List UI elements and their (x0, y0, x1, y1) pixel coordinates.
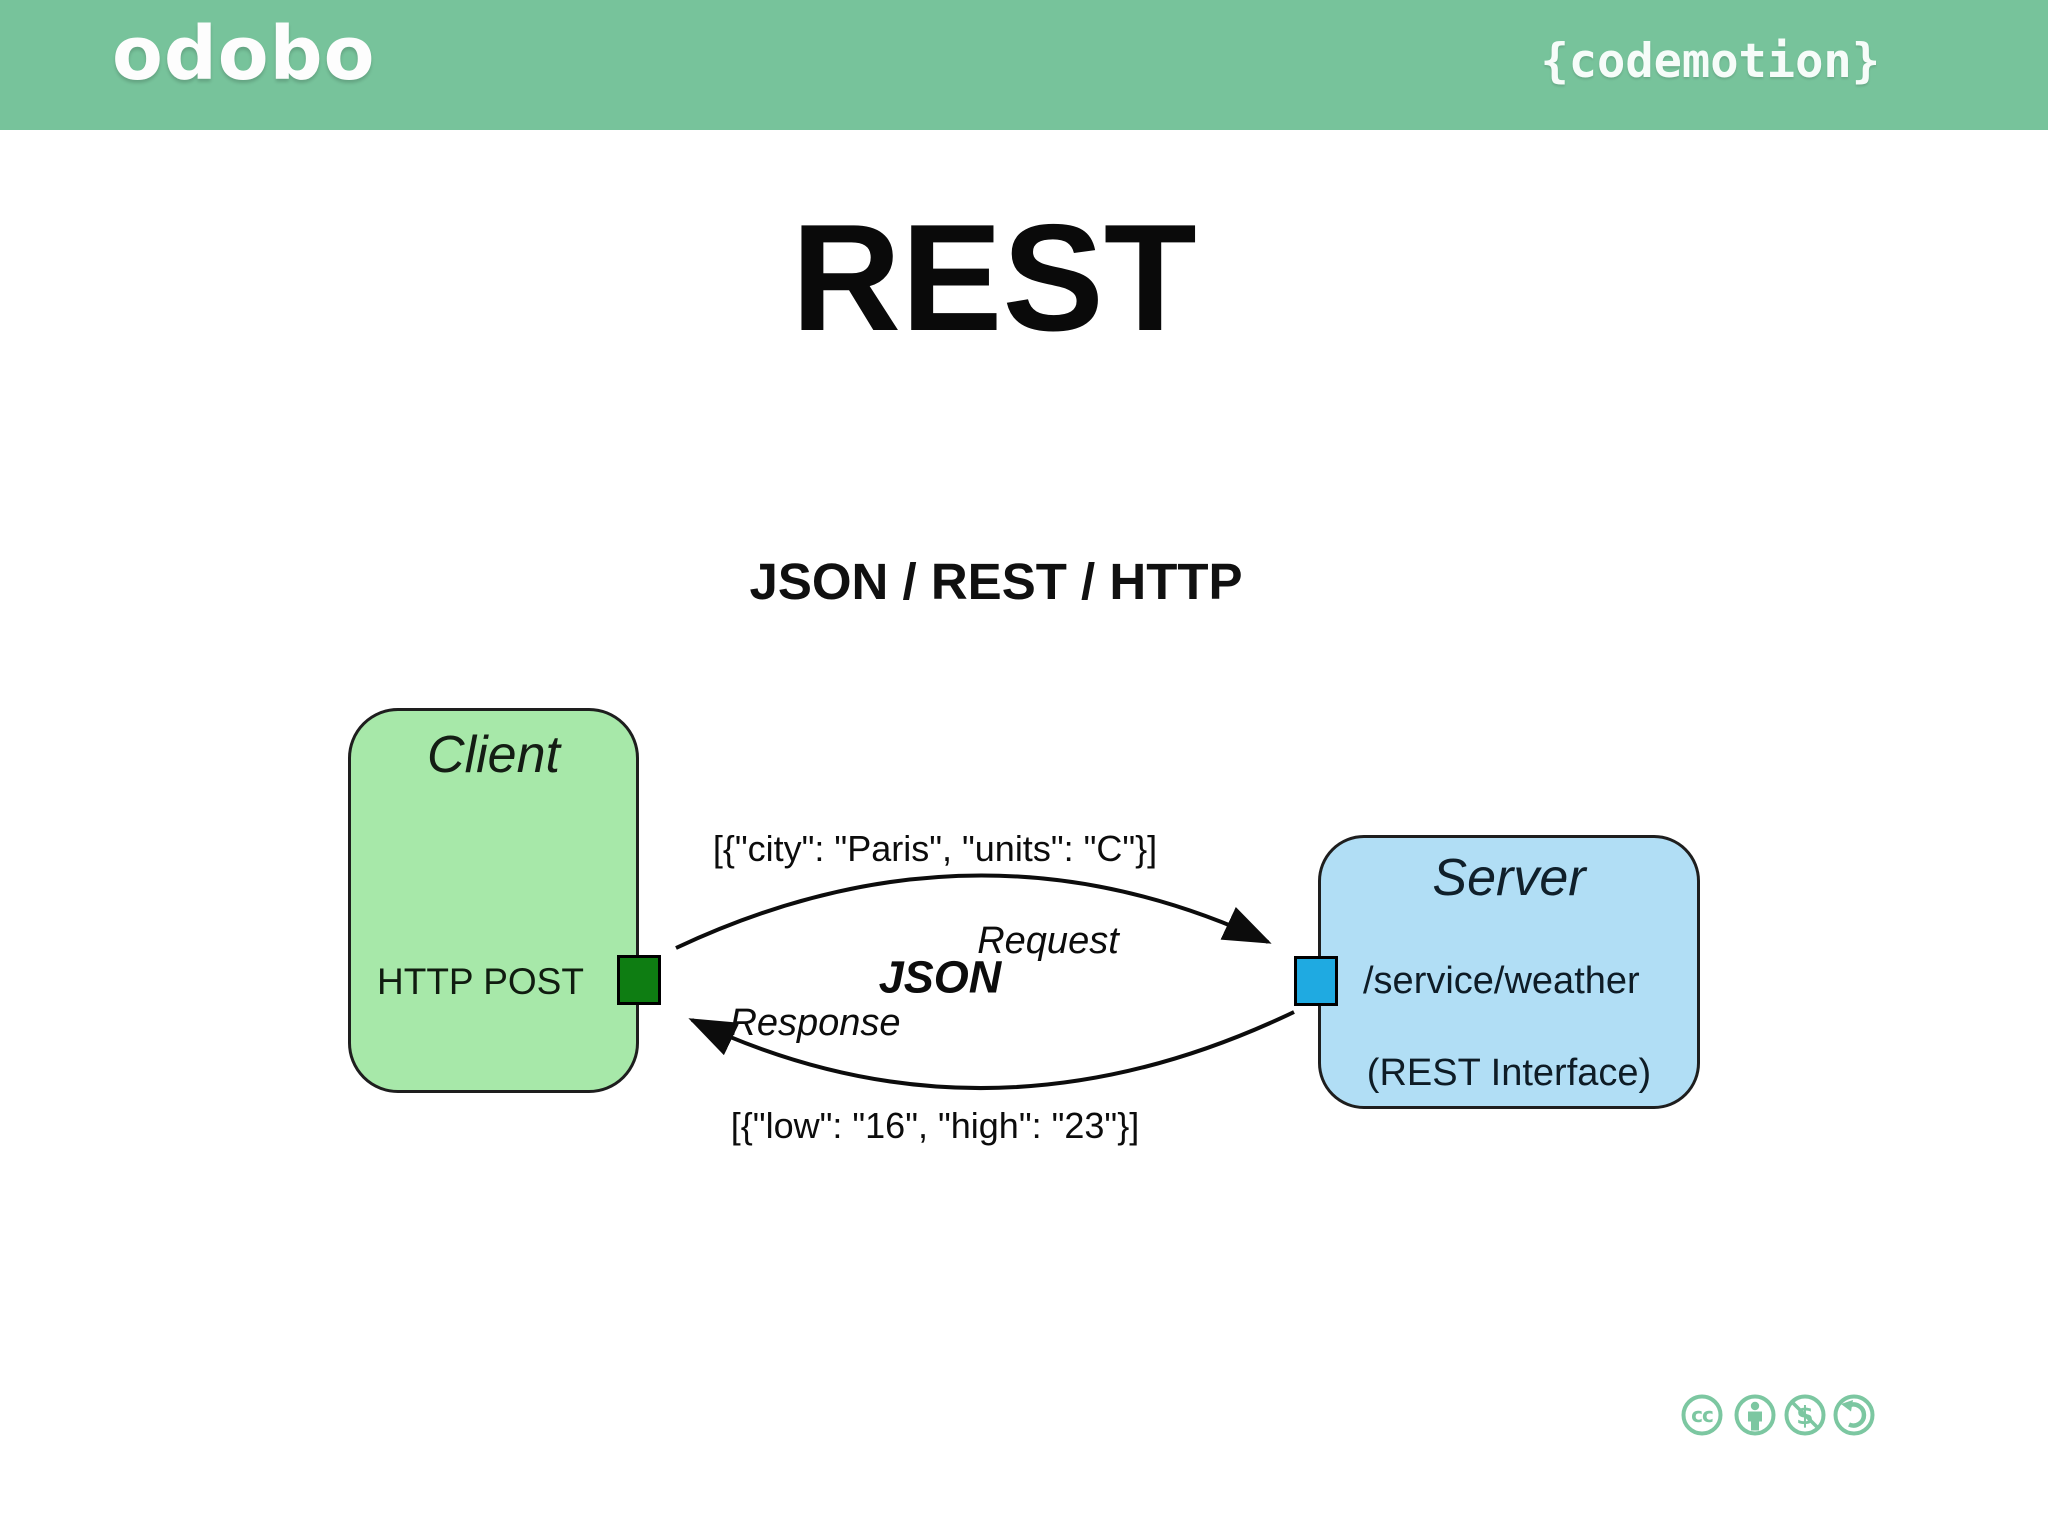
client-node: Client HTTP POST (348, 708, 639, 1093)
request-payload: [{"city": "Paris", "units": "C"}] (712, 828, 1158, 869)
slide-title: REST (791, 193, 1197, 363)
by-icon (1734, 1394, 1776, 1436)
codemotion-logo: {codemotion} (1540, 34, 1880, 89)
header-bar: odobo {codemotion} (0, 0, 2048, 130)
client-protocol-label: HTTP POST (377, 961, 584, 1002)
diagram-heading: JSON / REST / HTTP (749, 553, 1243, 610)
client-title: Client (427, 726, 560, 784)
response-payload: [{"low": "16", "high": "23"}] (730, 1105, 1140, 1146)
license-badges: cc $ (1676, 1390, 1886, 1442)
sa-icon (1833, 1394, 1875, 1436)
request-arc (675, 873, 1272, 950)
client-port (617, 955, 661, 1005)
server-interface-label: (REST Interface) (1366, 1052, 1652, 1094)
odobo-logo: odobo (112, 11, 376, 97)
json-label: JSON (878, 951, 1002, 1003)
request-label: Request (977, 920, 1119, 962)
cc-icon: cc (1681, 1394, 1723, 1436)
nc-icon: $ (1784, 1394, 1826, 1436)
response-label: Response (729, 1002, 901, 1044)
server-node: Server /service/weather (REST Interface) (1318, 835, 1700, 1109)
server-title: Server (1432, 849, 1586, 907)
svg-text:cc: cc (1691, 1403, 1713, 1427)
server-endpoint-label: /service/weather (1363, 960, 1640, 1002)
server-port (1294, 956, 1338, 1006)
